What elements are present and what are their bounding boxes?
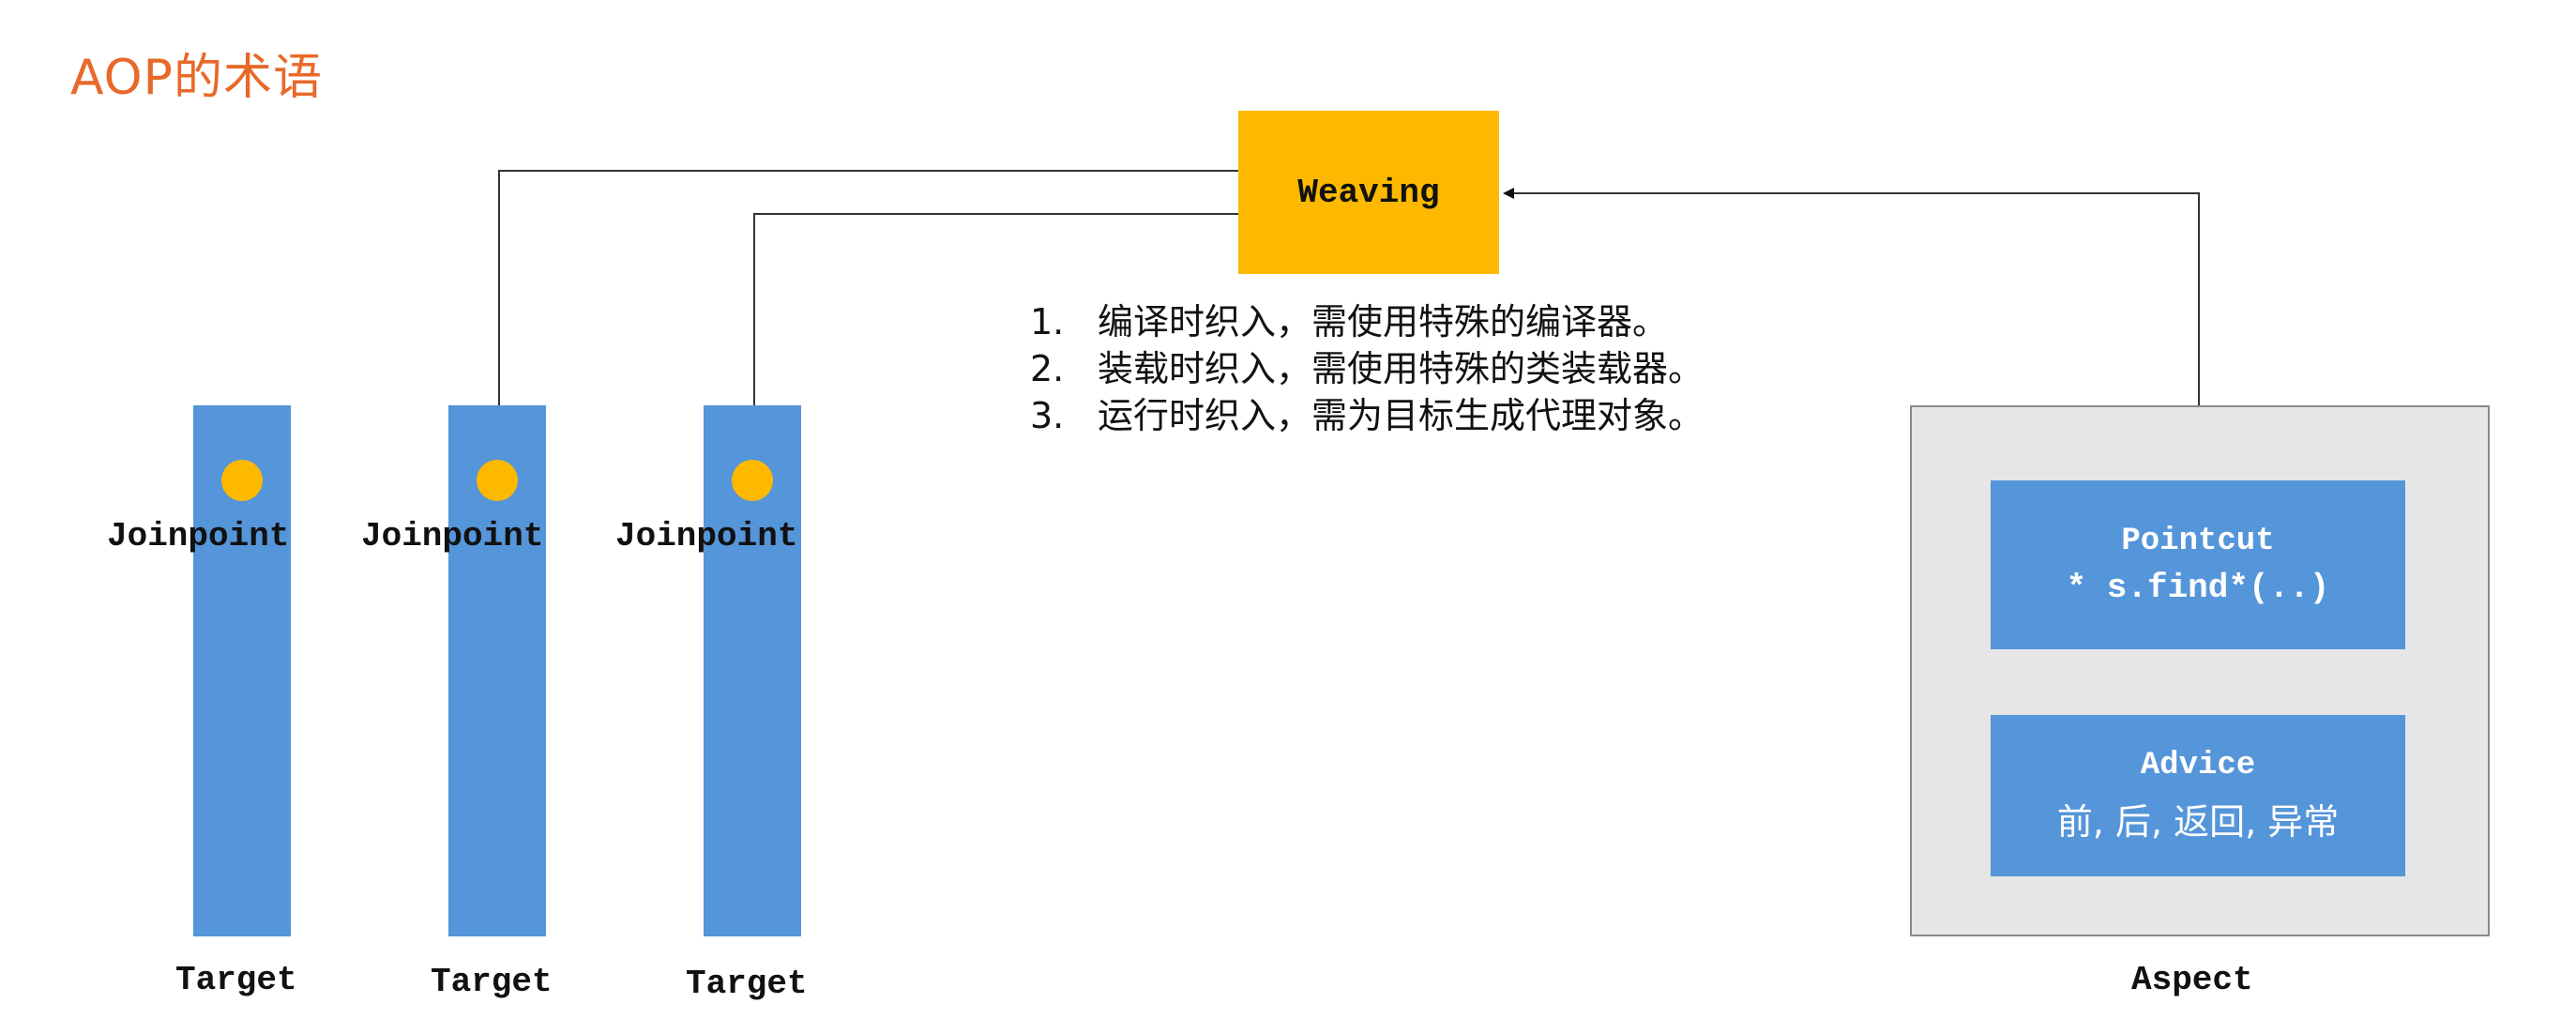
joinpoint-label: Joinpoint bbox=[615, 517, 798, 555]
target-label: Target bbox=[686, 965, 808, 1003]
joinpoint-label: Joinpoint bbox=[107, 517, 290, 555]
advice-types: 前, 后, 返回, 异常 bbox=[2056, 800, 2340, 843]
advice-title: Advice bbox=[2140, 747, 2256, 783]
joinpoint-dot bbox=[221, 460, 263, 501]
list-item: 2.装载时织入，需使用特殊的类装载器。 bbox=[1030, 348, 1705, 389]
joinpoint-dot bbox=[732, 460, 773, 501]
advice-box: Advice 前, 后, 返回, 异常 bbox=[1991, 715, 2405, 876]
list-item: 1.编译时织入，需使用特殊的编译器。 bbox=[1030, 301, 1669, 342]
pointcut-box: Pointcut * s.find*(..) bbox=[1991, 480, 2405, 649]
arrow-aspect-to-weaving bbox=[1503, 188, 2200, 405]
weaving-label: Weaving bbox=[1297, 173, 1440, 212]
weaving-steps-list: 1.编译时织入，需使用特殊的编译器。 2.装载时织入，需使用特殊的类装载器。 3… bbox=[1030, 298, 1704, 439]
aspect-label: Aspect bbox=[2131, 961, 2253, 999]
arrow-weaving-to-target-2 bbox=[493, 170, 1238, 458]
joinpoint-label: Joinpoint bbox=[361, 517, 544, 555]
arrow-weaving-to-target-3 bbox=[749, 213, 1238, 460]
target-label: Target bbox=[175, 961, 297, 999]
pointcut-title: Pointcut bbox=[2121, 523, 2275, 559]
target-label: Target bbox=[431, 963, 553, 1001]
list-item: 3.运行时织入，需为目标生成代理对象。 bbox=[1030, 395, 1705, 436]
pointcut-expression: * s.find*(..) bbox=[2066, 568, 2330, 607]
joinpoint-dot bbox=[477, 460, 518, 501]
page-title: AOP的术语 bbox=[70, 50, 323, 106]
weaving-box: Weaving bbox=[1238, 111, 1499, 274]
